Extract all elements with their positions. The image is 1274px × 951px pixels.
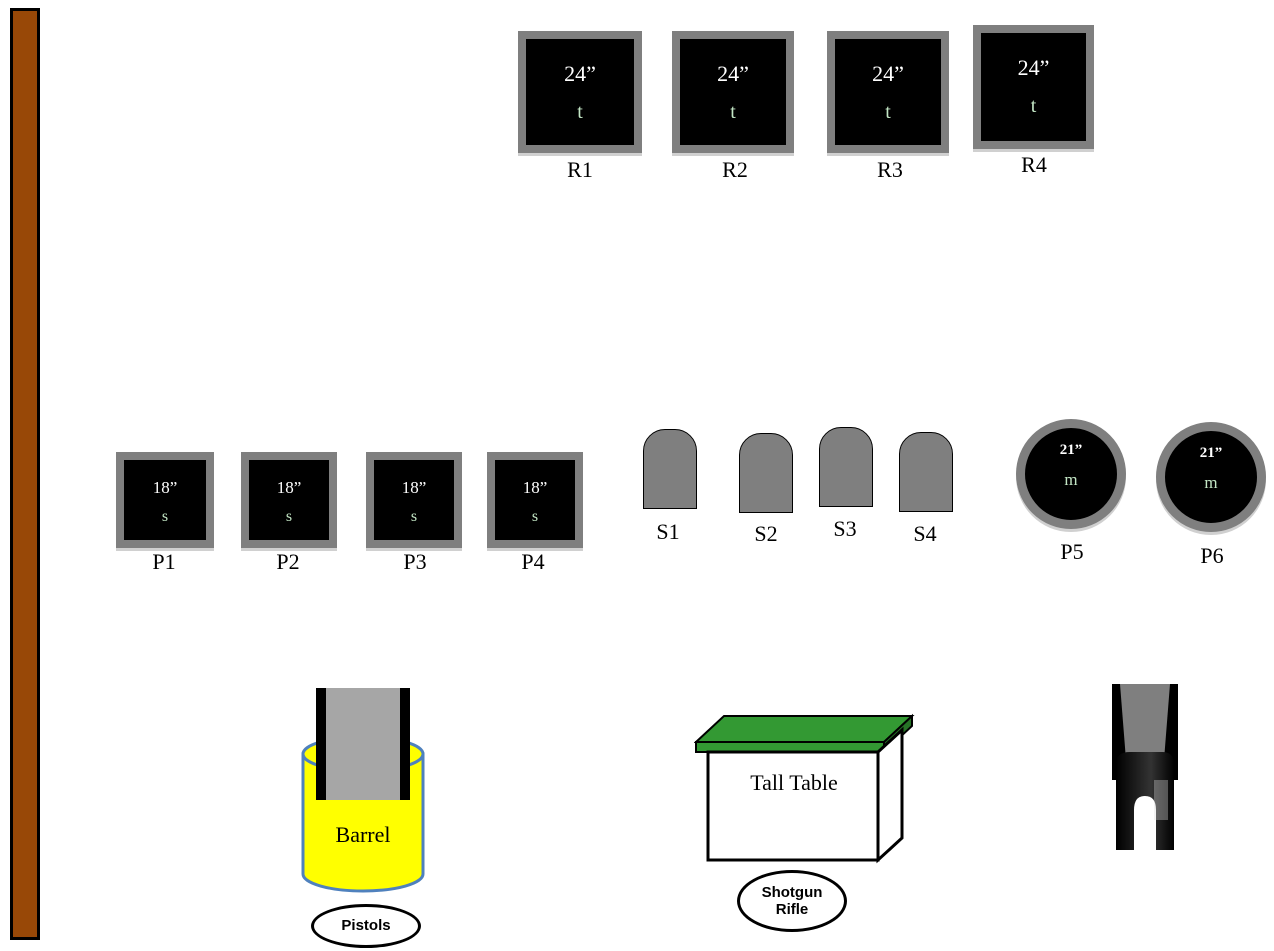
target-label-r1: R1 bbox=[567, 157, 593, 182]
rifle-target-r4: 24” t bbox=[973, 25, 1094, 149]
pistol-target-p3: 18” s bbox=[366, 452, 462, 548]
target-label-r2: R2 bbox=[722, 157, 748, 182]
target-label-r3: R3 bbox=[877, 157, 903, 182]
round-target-p5: 21” m bbox=[1016, 419, 1126, 529]
target-label-r4: R4 bbox=[1021, 152, 1047, 177]
target-size: 24” bbox=[717, 61, 749, 86]
target-code: t bbox=[577, 101, 583, 123]
shotgun-holder bbox=[1112, 684, 1178, 850]
shotgun-target-s3 bbox=[819, 427, 873, 507]
target-size: 18” bbox=[276, 478, 302, 497]
shotgun-target-s2 bbox=[739, 433, 793, 513]
shotgun-target-s4 bbox=[899, 432, 953, 512]
target-label-p5: P5 bbox=[1060, 539, 1084, 564]
rifle-target-r3: 24” t bbox=[827, 31, 949, 153]
target-label-s4: S4 bbox=[913, 521, 937, 546]
barrel bbox=[301, 688, 425, 893]
target-code: s bbox=[161, 508, 169, 525]
target-code: m bbox=[1064, 470, 1078, 489]
target-size: 24” bbox=[1017, 55, 1050, 80]
target-label-s1: S1 bbox=[656, 519, 680, 544]
target-label-p4: P4 bbox=[521, 549, 545, 574]
target-code: s bbox=[285, 508, 293, 525]
target-code: s bbox=[410, 508, 418, 525]
table-tag-line1: Shotgun bbox=[761, 883, 823, 901]
target-label-p6: P6 bbox=[1200, 543, 1224, 568]
tall-table bbox=[694, 713, 915, 864]
barrel-label: Barrel bbox=[335, 822, 391, 847]
berm-wall bbox=[10, 8, 40, 940]
rifle-target-r2: 24” t bbox=[672, 31, 794, 153]
target-size: 21” bbox=[1199, 445, 1223, 461]
target-code: t bbox=[885, 101, 891, 123]
target-size: 18” bbox=[152, 478, 178, 497]
target-code: t bbox=[730, 101, 736, 123]
target-size: 18” bbox=[401, 478, 427, 497]
pistol-target-p4: 18” s bbox=[487, 452, 583, 548]
target-size: 18” bbox=[522, 478, 548, 497]
table-tag-oval: Shotgun Rifle bbox=[737, 870, 847, 932]
target-code: s bbox=[531, 508, 539, 525]
table-label: Tall Table bbox=[750, 770, 838, 795]
target-code: m bbox=[1204, 473, 1218, 492]
target-code: t bbox=[1030, 95, 1037, 117]
round-target-p6: 21” m bbox=[1156, 422, 1266, 532]
table-tag-line2: Rifle bbox=[775, 901, 809, 918]
barrel-tag: Pistols bbox=[341, 917, 391, 935]
rifle-target-r1: 24” t bbox=[518, 31, 642, 153]
target-size: 21” bbox=[1059, 442, 1083, 458]
target-size: 24” bbox=[564, 61, 596, 86]
target-label-s3: S3 bbox=[833, 516, 857, 541]
target-label-s2: S2 bbox=[754, 521, 778, 546]
barrel-tag-oval: Pistols bbox=[311, 904, 421, 948]
target-label-p2: P2 bbox=[276, 549, 300, 574]
target-label-p1: P1 bbox=[152, 549, 176, 574]
shotgun-target-s1 bbox=[643, 429, 697, 509]
target-label-p3: P3 bbox=[403, 549, 427, 574]
pistol-target-p1: 18” s bbox=[116, 452, 214, 548]
pistol-target-p2: 18” s bbox=[241, 452, 337, 548]
target-size: 24” bbox=[872, 61, 904, 86]
